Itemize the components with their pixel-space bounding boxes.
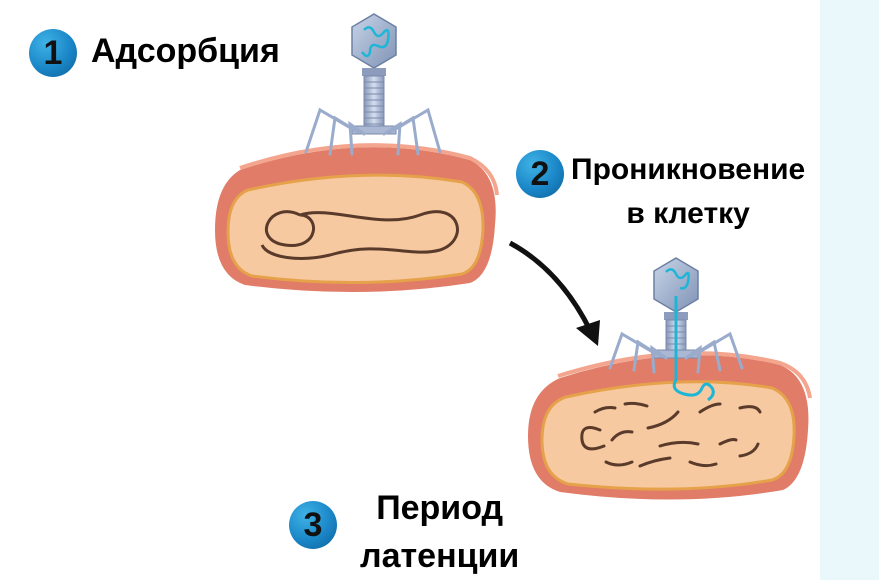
step-1-badge: 1 <box>29 29 77 77</box>
step-3-label-line-2: латенции <box>360 532 519 580</box>
step-3-label: Период латенции <box>360 484 519 580</box>
step-2-label: Проникновение в клетку <box>571 148 805 236</box>
step-3-label-line-1: Период <box>360 484 519 532</box>
step-2-label-line-2: в клетку <box>571 192 805 236</box>
step-3-badge: 3 <box>289 501 337 549</box>
process-arrow <box>510 243 590 330</box>
step-2-badge: 2 <box>516 150 564 198</box>
step-2-label-line-1: Проникновение <box>571 148 805 192</box>
phage-1 <box>306 14 440 154</box>
step-1-label: Адсорбция <box>91 32 280 71</box>
bacterial-cell-2 <box>528 353 810 499</box>
